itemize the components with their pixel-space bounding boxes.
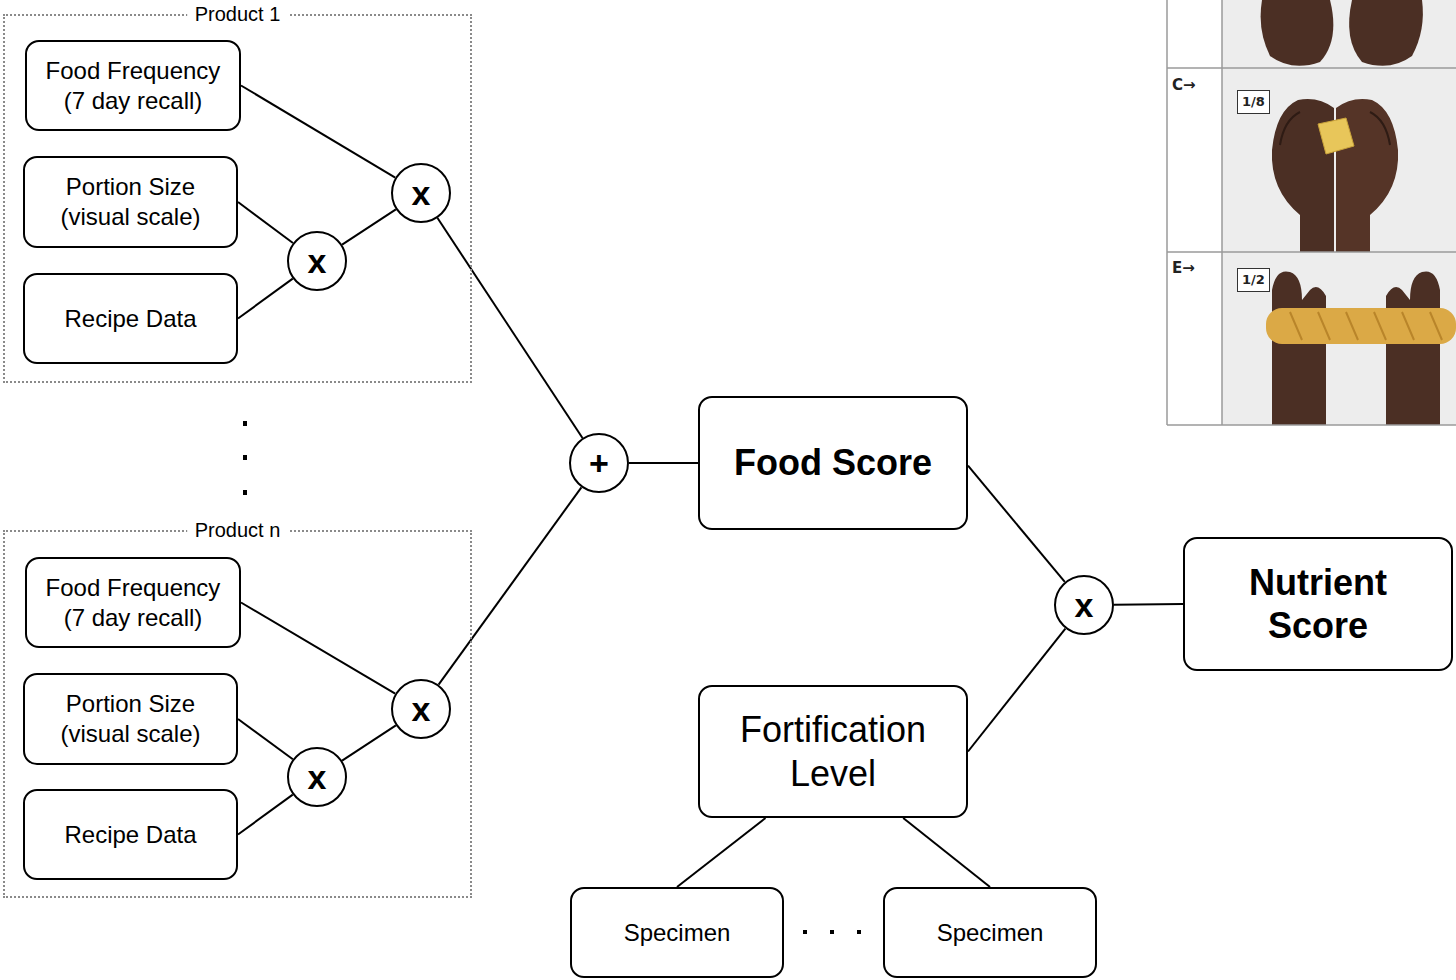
multiply-operator: x bbox=[287, 231, 347, 291]
node-text: x bbox=[1075, 588, 1094, 622]
hand bbox=[1386, 271, 1440, 425]
product-group: Product 1Food Frequency (7 day recall)Po… bbox=[3, 14, 472, 383]
node-text: Recipe Data bbox=[64, 820, 196, 850]
photo-ground bbox=[1222, 0, 1456, 425]
cheese-portion bbox=[1318, 118, 1354, 154]
sum-operator: + bbox=[569, 433, 629, 493]
input-box: Portion Size (visual scale) bbox=[23, 673, 238, 765]
connector bbox=[238, 719, 293, 759]
specimen-box: Specimen bbox=[883, 887, 1097, 978]
node-text: Food Frequency (7 day recall) bbox=[39, 56, 227, 116]
connector bbox=[968, 629, 1065, 752]
process-box: Fortification Level bbox=[698, 685, 968, 818]
score-box: Food Score bbox=[698, 396, 968, 530]
node-text: x bbox=[308, 244, 327, 278]
multiply-operator: x bbox=[287, 747, 347, 807]
specimen-box: Specimen bbox=[570, 887, 784, 978]
table-rule bbox=[1166, 0, 1168, 425]
connector bbox=[1114, 603, 1183, 606]
connector bbox=[677, 818, 766, 887]
hand bbox=[1349, 0, 1423, 66]
connector bbox=[903, 818, 990, 887]
connector bbox=[241, 603, 395, 694]
dot bbox=[803, 930, 807, 934]
connector bbox=[629, 462, 698, 464]
connector bbox=[342, 725, 396, 760]
photo-inset bbox=[1167, 0, 1456, 425]
connector bbox=[438, 218, 583, 438]
node-text: x bbox=[412, 176, 431, 210]
bread-portion bbox=[1266, 308, 1456, 344]
bread-texture bbox=[1290, 312, 1442, 340]
node-text: Specimen bbox=[624, 918, 731, 948]
hand bbox=[1272, 271, 1326, 425]
node-text: Portion Size (visual scale) bbox=[37, 172, 224, 232]
dot bbox=[243, 421, 247, 426]
group-title: Product n bbox=[187, 519, 289, 541]
node-text: + bbox=[589, 446, 609, 480]
dot bbox=[830, 930, 834, 934]
score-box: Nutrient Score bbox=[1183, 537, 1453, 671]
connector bbox=[342, 209, 396, 244]
dot bbox=[243, 490, 247, 495]
input-box: Food Frequency (7 day recall) bbox=[25, 40, 241, 131]
connector bbox=[238, 279, 293, 319]
table-rule bbox=[1167, 67, 1456, 69]
product-group: Product nFood Frequency (7 day recall)Po… bbox=[3, 530, 472, 898]
node-text: Nutrient Score bbox=[1197, 561, 1439, 647]
row-letter: C→ bbox=[1172, 76, 1196, 94]
multiply-operator: x bbox=[1054, 575, 1114, 635]
table-rule bbox=[1167, 251, 1456, 253]
hand bbox=[1272, 99, 1334, 252]
node-text: Recipe Data bbox=[64, 304, 196, 334]
connector bbox=[238, 795, 293, 835]
connector bbox=[439, 487, 582, 684]
dot bbox=[857, 930, 861, 934]
table-rule bbox=[1221, 0, 1223, 425]
node-text: Food Frequency (7 day recall) bbox=[39, 573, 227, 633]
input-box: Recipe Data bbox=[23, 789, 238, 880]
node-text: Fortification Level bbox=[712, 708, 954, 794]
multiply-operator: x bbox=[391, 163, 451, 223]
node-text: x bbox=[412, 692, 431, 726]
node-text: Specimen bbox=[937, 918, 1044, 948]
multiply-operator: x bbox=[391, 679, 451, 739]
group-title: Product 1 bbox=[187, 3, 289, 25]
input-box: Recipe Data bbox=[23, 273, 238, 364]
node-text: Food Score bbox=[734, 441, 932, 484]
table-rule bbox=[1167, 424, 1456, 426]
portion-fraction: 1/2 bbox=[1237, 268, 1270, 292]
row-letter: E→ bbox=[1172, 259, 1195, 277]
dot bbox=[243, 455, 247, 460]
connector bbox=[238, 202, 293, 243]
portion-fraction: 1/8 bbox=[1237, 90, 1270, 114]
input-box: Portion Size (visual scale) bbox=[23, 156, 238, 248]
node-text: x bbox=[308, 760, 327, 794]
input-box: Food Frequency (7 day recall) bbox=[25, 557, 241, 648]
connector bbox=[241, 86, 395, 178]
connector bbox=[968, 466, 1065, 582]
node-text: Portion Size (visual scale) bbox=[37, 689, 224, 749]
hand bbox=[1261, 0, 1334, 66]
